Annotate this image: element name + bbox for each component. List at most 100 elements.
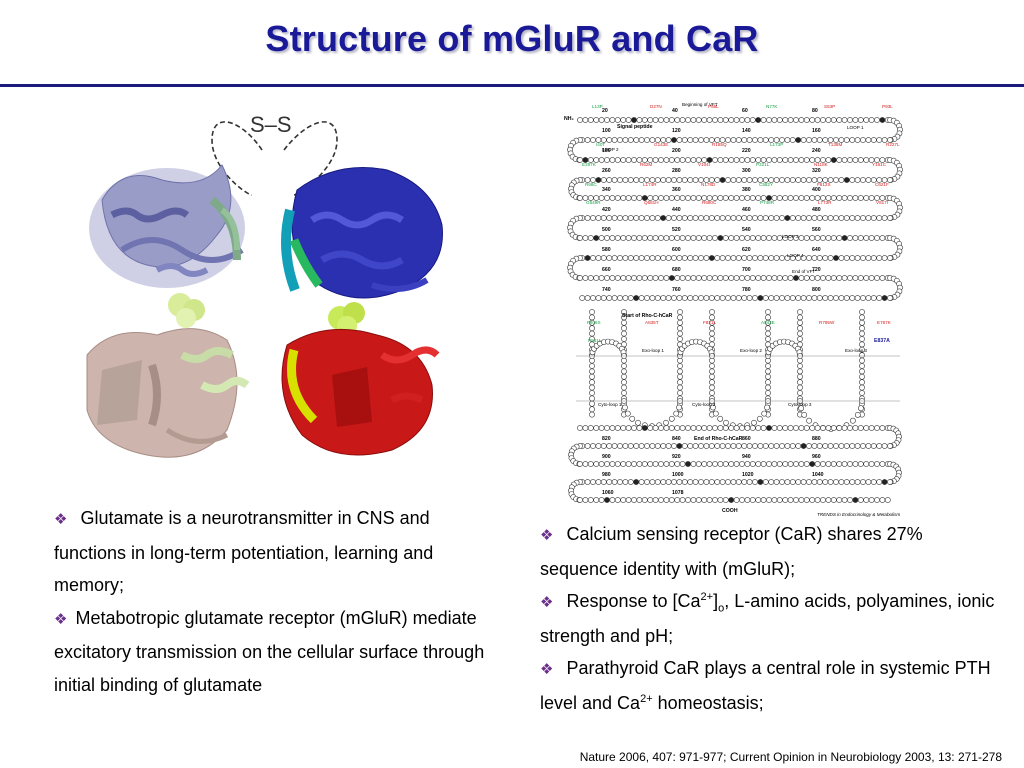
residue-bead: [733, 461, 740, 467]
residue-bead: [746, 479, 753, 485]
residue-bead: [668, 425, 675, 431]
residue-bead: [827, 443, 834, 449]
residue-bead: [749, 235, 756, 241]
subscript: o: [718, 602, 725, 615]
residue-bead: [814, 235, 821, 241]
residue-bead: [825, 425, 832, 431]
residue-bead: [806, 137, 812, 143]
residue-bead: [633, 443, 640, 449]
residue-bead: [776, 117, 783, 123]
residue-bead: [600, 479, 607, 485]
residue-bead: [881, 443, 888, 449]
residue-bead: [584, 443, 591, 449]
residue-bead: [859, 363, 865, 369]
residue-bead: [577, 461, 583, 467]
residue-bead: [633, 177, 640, 183]
residue-bead: [660, 479, 667, 485]
mutation-label: G143E: [654, 142, 668, 147]
residue-bead: [733, 425, 740, 431]
residue-bead: [577, 195, 583, 201]
residue-bead: [631, 117, 637, 123]
residue-bead: [830, 117, 837, 123]
residue-number: 40: [672, 108, 678, 114]
residue-bead: [728, 195, 735, 201]
residue-number: 360: [672, 187, 681, 193]
residue-bead: [582, 235, 589, 241]
residue-bead: [870, 255, 877, 261]
residue-bead: [798, 497, 805, 503]
residue-bead: [725, 177, 731, 183]
residue-bead: [847, 195, 853, 201]
residue-number: 340: [602, 187, 611, 193]
residue-bead: [762, 443, 769, 449]
residue-bead: [814, 117, 821, 123]
residue-bead: [852, 461, 859, 467]
residue-bead: [852, 235, 859, 241]
residue-bead: [710, 404, 716, 411]
residue-bead: [692, 137, 699, 143]
residue-bead: [849, 443, 856, 449]
residue-bead: [620, 425, 627, 431]
residue-bead: [638, 295, 645, 301]
residue-bead: [876, 137, 883, 143]
residue-bead: [782, 275, 789, 281]
residue-bead: [617, 215, 623, 221]
residue-bead: [725, 215, 731, 221]
residue-bead: [636, 235, 643, 241]
residue-bead: [631, 425, 637, 431]
residue-bead: [687, 443, 694, 449]
residue-bead: [816, 479, 823, 485]
residue-bead: [714, 443, 721, 449]
residue-bead: [695, 235, 702, 241]
residue-bead: [708, 295, 715, 301]
residue-bead: [695, 117, 702, 123]
residue-bead: [622, 295, 629, 301]
chain-b-lower-lobe: [281, 328, 440, 456]
residue-bead: [673, 410, 680, 417]
residue-bead: [868, 497, 875, 503]
mutation-label: A835T: [645, 320, 659, 325]
residue-bead: [621, 330, 627, 337]
mutation-label: R66C: [585, 182, 597, 187]
residue-bead: [701, 235, 708, 241]
residue-bead: [833, 255, 839, 261]
residue-bead: [787, 497, 794, 503]
residue-bead: [760, 497, 767, 503]
residue-bead: [658, 235, 664, 241]
residue-bead: [863, 275, 870, 281]
residue-bead: [621, 363, 627, 369]
residue-bead: [744, 461, 751, 467]
residue-bead: [584, 255, 591, 261]
residue-bead: [677, 379, 683, 386]
residue-bead: [865, 255, 872, 261]
residue-bead: [820, 497, 826, 503]
residue-bead: [836, 235, 843, 241]
bullet-diamond-icon: ❖: [54, 610, 68, 628]
residue-bead: [798, 235, 805, 241]
residue-bead: [698, 215, 704, 221]
residue-bead: [793, 157, 799, 163]
residue-bead: [830, 461, 837, 467]
residue-number: 700: [742, 267, 751, 273]
bullet-text: Calcium sensing receptor (CaR) shares 27…: [540, 524, 923, 579]
residue-bead: [617, 443, 623, 449]
residue-bead: [841, 461, 848, 467]
residue-number: 580: [602, 247, 611, 253]
residue-bead: [611, 443, 618, 449]
residue-bead: [701, 425, 708, 431]
residue-bead: [660, 215, 667, 221]
residue-bead: [816, 215, 823, 221]
residue-bead: [874, 497, 880, 503]
residue-bead: [793, 195, 799, 201]
residue-bead: [690, 235, 697, 241]
mutation-label: R680C: [702, 200, 717, 205]
residue-bead: [695, 461, 702, 467]
residue-bead: [725, 443, 731, 449]
residue-bead: [755, 117, 762, 123]
residue-bead: [797, 319, 803, 326]
residue-bead: [765, 390, 771, 396]
residue-bead: [679, 117, 686, 123]
residue-bead: [782, 461, 789, 467]
nh2-label: NH₂: [564, 116, 574, 122]
residue-bead: [847, 461, 853, 467]
